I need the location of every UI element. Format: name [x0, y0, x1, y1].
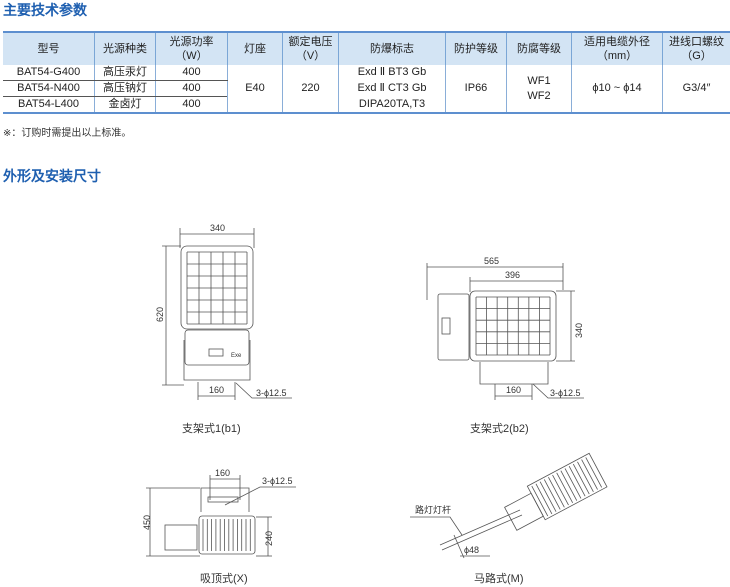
table-header: 型号 光源种类 光源功率 （W） 灯座 额定电压 （V） 防爆标志 防护等级 防… [3, 32, 730, 65]
cell-voltage: 220 [282, 65, 339, 113]
section-title-dimensions: 外形及安装尺寸 [3, 168, 101, 184]
dim-x-holes: 3-ϕ12.5 [262, 476, 293, 486]
dim-b1-bracket: 160 [209, 385, 224, 395]
heat-sink-fins [531, 457, 603, 517]
cell-ex-mark: DIPA20TA,T3 [338, 96, 446, 113]
drawing-m: 路灯灯杆 ϕ48 马路式(M) [410, 452, 608, 585]
col-header: 防护等级 [445, 32, 507, 65]
dim-x-body: 240 [264, 531, 274, 546]
col-header: 型号 [3, 32, 95, 65]
grille [186, 251, 248, 325]
dim-b2-height: 340 [574, 323, 584, 338]
cell-model: BAT54-G400 [3, 65, 95, 81]
drawing-b1: 340 Exe 620 160 3-ϕ12.5 支架式1(b1) [155, 223, 292, 435]
dim-b2-width: 396 [505, 270, 520, 280]
exe-mark: Exe [231, 353, 242, 359]
grille [475, 296, 551, 356]
dim-m-dia: ϕ48 [464, 545, 479, 555]
wf1: WF1 [527, 74, 551, 87]
cell-source: 金卤灯 [94, 96, 156, 113]
caption-x: 吸顶式(X) [200, 572, 248, 585]
dim-b1-height: 620 [155, 307, 165, 322]
cell-source: 高压钠灯 [94, 80, 156, 97]
table-row: BAT54-N400 高压钠灯 400 Exd Ⅱ CT3 Gb [3, 80, 730, 97]
drawing-b2: 565 396 340 160 3-ϕ12.5 支架式2(b2) [426, 256, 584, 435]
dim-b1-holes: 3-ϕ12.5 [256, 388, 287, 398]
wf2: WF2 [527, 89, 551, 102]
table-row: BAT54-L400 金卤灯 400 DIPA20TA,T3 [3, 96, 730, 113]
col-header: 光源种类 [94, 32, 156, 65]
col-header: 光源功率 （W） [155, 32, 228, 65]
pole-label: 路灯灯杆 [415, 504, 451, 515]
caption-b2: 支架式2(b2) [470, 422, 529, 435]
cell-cable: ϕ10 ~ ϕ14 [571, 65, 663, 113]
dim-b2-bracket: 160 [506, 385, 521, 395]
caption-b1: 支架式1(b1) [182, 422, 241, 435]
dim-b1-width: 340 [210, 223, 225, 233]
cell-ex-mark: Exd Ⅱ BT3 Gb [338, 65, 446, 81]
cell-ex-mark: Exd Ⅱ CT3 Gb [338, 80, 446, 97]
heat-sink-fins [202, 519, 251, 551]
section-title-specs: 主要技术参数 [3, 2, 87, 18]
cell-power: 400 [155, 80, 228, 97]
col-header: 灯座 [227, 32, 283, 65]
dim-x-height: 450 [142, 515, 152, 530]
col-header: 防爆标志 [338, 32, 446, 65]
caption-m: 马路式(M) [474, 572, 524, 585]
cell-model: BAT54-N400 [3, 80, 95, 97]
drawing-x: 160 3-ϕ12.5 450 240 吸顶式(X) [142, 468, 296, 585]
dim-b2-holes: 3-ϕ12.5 [550, 388, 581, 398]
col-header: 适用电缆外径 （mm） [571, 32, 663, 65]
col-header: 防腐等级 [506, 32, 572, 65]
cell-power: 400 [155, 65, 228, 81]
col-header: 额定电压 （V） [282, 32, 339, 65]
dim-x-bracket: 160 [215, 468, 230, 478]
cell-socket: E40 [227, 65, 283, 113]
cell-ip: IP66 [445, 65, 507, 113]
cell-power: 400 [155, 96, 228, 113]
spec-table: 型号 光源种类 光源功率 （W） 灯座 额定电压 （V） 防爆标志 防护等级 防… [3, 31, 730, 114]
col-header: 进线口螺纹 （G） [662, 32, 730, 65]
cell-thread: G3/4″ [662, 65, 730, 113]
table-row: BAT54-G400 高压汞灯 400 E40 220 Exd Ⅱ BT3 Gb… [3, 65, 730, 113]
dim-b2-total: 565 [484, 256, 499, 266]
cell-model: BAT54-L400 [18, 98, 79, 110]
order-note: ※：订购时需提出以上标准。 [3, 128, 132, 139]
cell-source: 高压汞灯 [94, 65, 156, 81]
